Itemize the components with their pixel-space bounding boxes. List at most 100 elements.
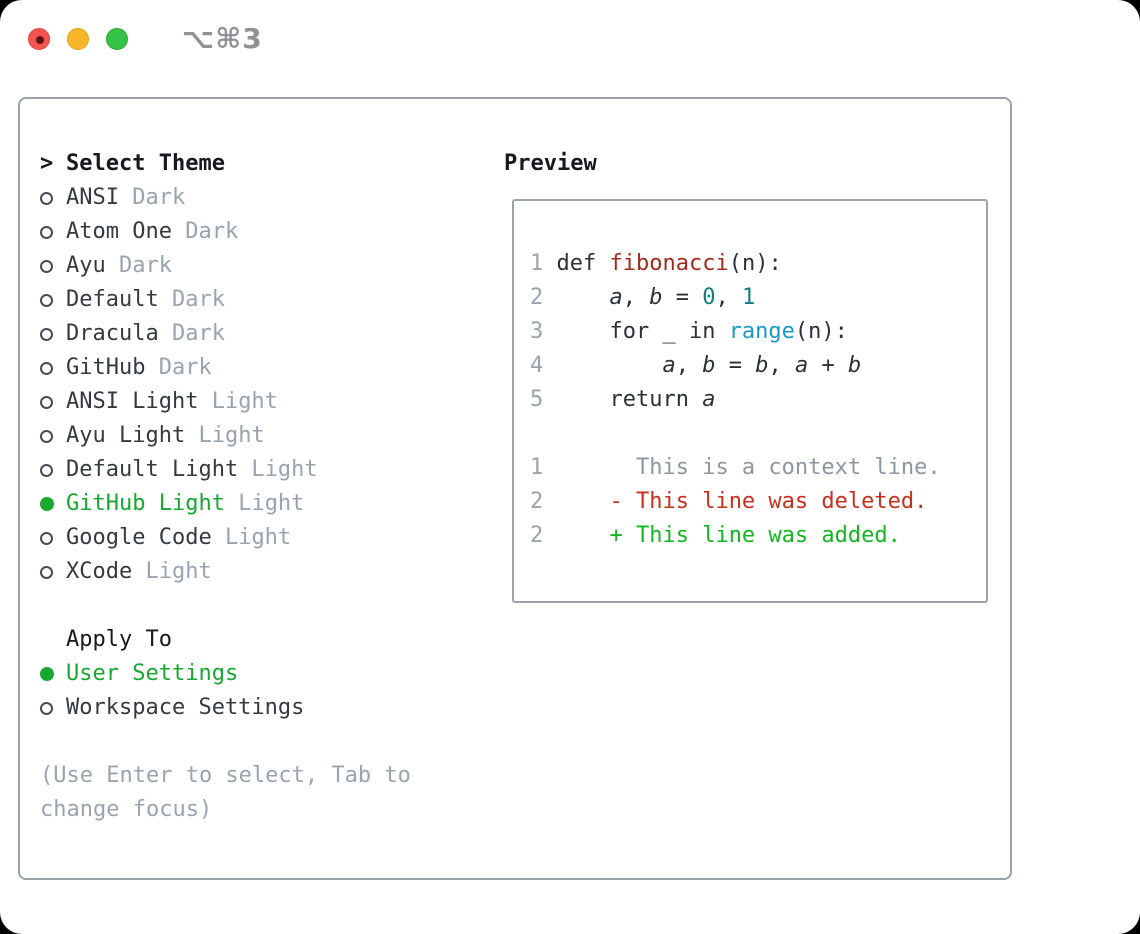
radio-icon <box>40 701 66 715</box>
theme-option-label: GitHub <box>66 355 146 380</box>
prompt-icon: > <box>40 151 54 176</box>
theme-variant-tag: Light <box>198 389 278 414</box>
radio-ring <box>40 565 53 579</box>
token-deleted: - This line was deleted. <box>609 489 928 514</box>
token-plain: return <box>556 387 703 412</box>
apply-option-label: Workspace Settings <box>66 695 305 720</box>
spacer <box>40 589 504 623</box>
close-button[interactable] <box>28 28 50 50</box>
theme-option-google-code[interactable]: Google Code Light <box>40 521 504 555</box>
theme-option-github[interactable]: GitHub Dark <box>40 351 504 385</box>
radio-ring <box>40 531 53 545</box>
token-plain <box>557 285 610 310</box>
token-var: a <box>609 285 623 310</box>
theme-option-ansi[interactable]: ANSI Dark <box>40 181 504 215</box>
radio-icon <box>40 259 66 273</box>
radio-ring <box>40 463 53 477</box>
theme-variant-tag: Dark <box>118 185 186 210</box>
token-plain <box>543 489 609 514</box>
theme-variant-tag: Dark <box>145 355 212 380</box>
token-plain: , <box>768 353 795 378</box>
radio-selected-icon <box>40 497 66 511</box>
theme-option-ansi-light[interactable]: ANSI Light Light <box>40 385 504 419</box>
theme-option-atom-one[interactable]: Atom One Dark <box>40 215 504 249</box>
radio-icon <box>40 225 66 239</box>
theme-option-xcode[interactable]: XCode Light <box>40 555 504 589</box>
theme-option-label: Google Code <box>66 525 212 550</box>
code-line: 1 def fibonacci(n): <box>530 247 986 281</box>
preview-column: Preview 1 def fibonacci(n):2 a, b = 0, 1… <box>504 147 988 854</box>
token-lineno: 2 <box>530 285 557 310</box>
token-plain <box>557 353 663 378</box>
theme-variant-tag: Dark <box>171 219 239 244</box>
radio-icon <box>40 293 66 307</box>
token-plain: = <box>662 285 703 310</box>
minimize-button[interactable] <box>67 28 89 50</box>
theme-option-label: Default Light <box>66 457 239 482</box>
token-plain: (n): <box>728 251 782 276</box>
token-var: b <box>847 353 862 378</box>
radio-ring <box>40 225 53 239</box>
theme-option-label: Default <box>66 287 159 312</box>
token-plain: , <box>715 285 742 310</box>
theme-variant-tag: Dark <box>158 321 225 346</box>
preview-title: Preview <box>504 151 597 176</box>
theme-option-default[interactable]: Default Dark <box>40 283 504 317</box>
theme-option-ayu[interactable]: Ayu Dark <box>40 249 504 283</box>
radio-selected-icon <box>40 667 66 681</box>
apply-option-user-settings[interactable]: User Settings <box>40 657 504 691</box>
zoom-button[interactable] <box>106 28 128 50</box>
window-shortcut-label: ⌥⌘3 <box>182 22 263 55</box>
token-plain: , <box>675 353 703 378</box>
code-blank-line <box>530 417 986 451</box>
token-var: b <box>755 353 769 378</box>
radio-dot <box>40 497 54 511</box>
radio-icon <box>40 531 66 545</box>
token-lineno: 2 <box>530 489 544 514</box>
radio-icon <box>40 191 66 205</box>
token-plain: (n): <box>794 319 848 344</box>
theme-variant-tag: Dark <box>105 253 172 278</box>
theme-option-dracula[interactable]: Dracula Dark <box>40 317 504 351</box>
code-line: 5 return a <box>530 383 986 417</box>
token-lineno: 5 <box>530 387 557 412</box>
token-num: 1 <box>741 285 756 310</box>
theme-option-label: GitHub Light <box>66 491 225 516</box>
radio-icon <box>40 327 66 341</box>
radio-icon <box>40 361 66 375</box>
theme-option-ayu-light[interactable]: Ayu Light Light <box>40 419 504 453</box>
radio-ring <box>40 191 53 205</box>
token-plain: def <box>556 251 610 276</box>
apply-to-header: Apply To <box>40 623 504 657</box>
theme-option-default-light[interactable]: Default Light Light <box>40 453 504 487</box>
radio-ring <box>40 293 53 307</box>
token-plain <box>543 523 609 548</box>
radio-ring <box>40 361 53 375</box>
keyboard-hint: (Use Enter to select, Tab to change focu… <box>40 763 411 822</box>
token-func: fibonacci <box>609 251 729 276</box>
token-var: b <box>702 353 716 378</box>
theme-option-github-light[interactable]: GitHub Light Light <box>40 487 504 521</box>
token-plain: for _ in <box>556 319 729 344</box>
theme-list-header: > Select Theme <box>40 147 504 181</box>
token-builtin: range <box>728 319 795 344</box>
titlebar: ⌥⌘3 <box>0 0 1140 55</box>
theme-variant-tag: Dark <box>158 287 225 312</box>
token-lineno: 4 <box>530 353 557 378</box>
theme-variant-tag: Light <box>132 559 212 584</box>
token-plain: = <box>715 353 756 378</box>
theme-option-label: Dracula <box>66 321 159 346</box>
prompt-gutter: > <box>40 147 66 181</box>
radio-ring <box>40 327 53 341</box>
token-num: 0 <box>702 285 716 310</box>
theme-variant-tag: Light <box>185 423 265 448</box>
radio-ring <box>40 429 53 443</box>
theme-variant-tag: Light <box>238 457 318 482</box>
apply-option-workspace-settings[interactable]: Workspace Settings <box>40 691 504 725</box>
